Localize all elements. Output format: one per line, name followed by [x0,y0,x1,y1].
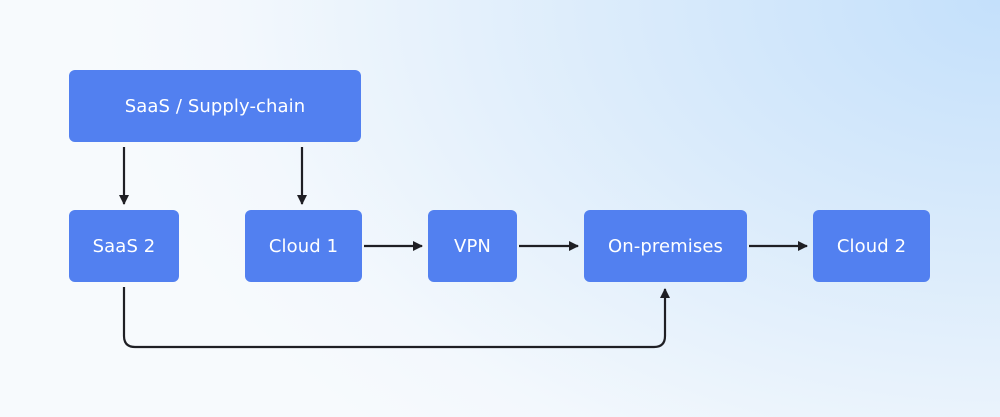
node-cloud-2: Cloud 2 [813,210,930,282]
node-cloud-1: Cloud 1 [245,210,362,282]
node-saas-2: SaaS 2 [69,210,179,282]
node-on-premises: On-premises [584,210,747,282]
node-vpn: VPN [428,210,517,282]
edge-saas2-to-onprem [122,287,670,349]
node-saas-supply-chain: SaaS / Supply-chain [69,70,361,142]
